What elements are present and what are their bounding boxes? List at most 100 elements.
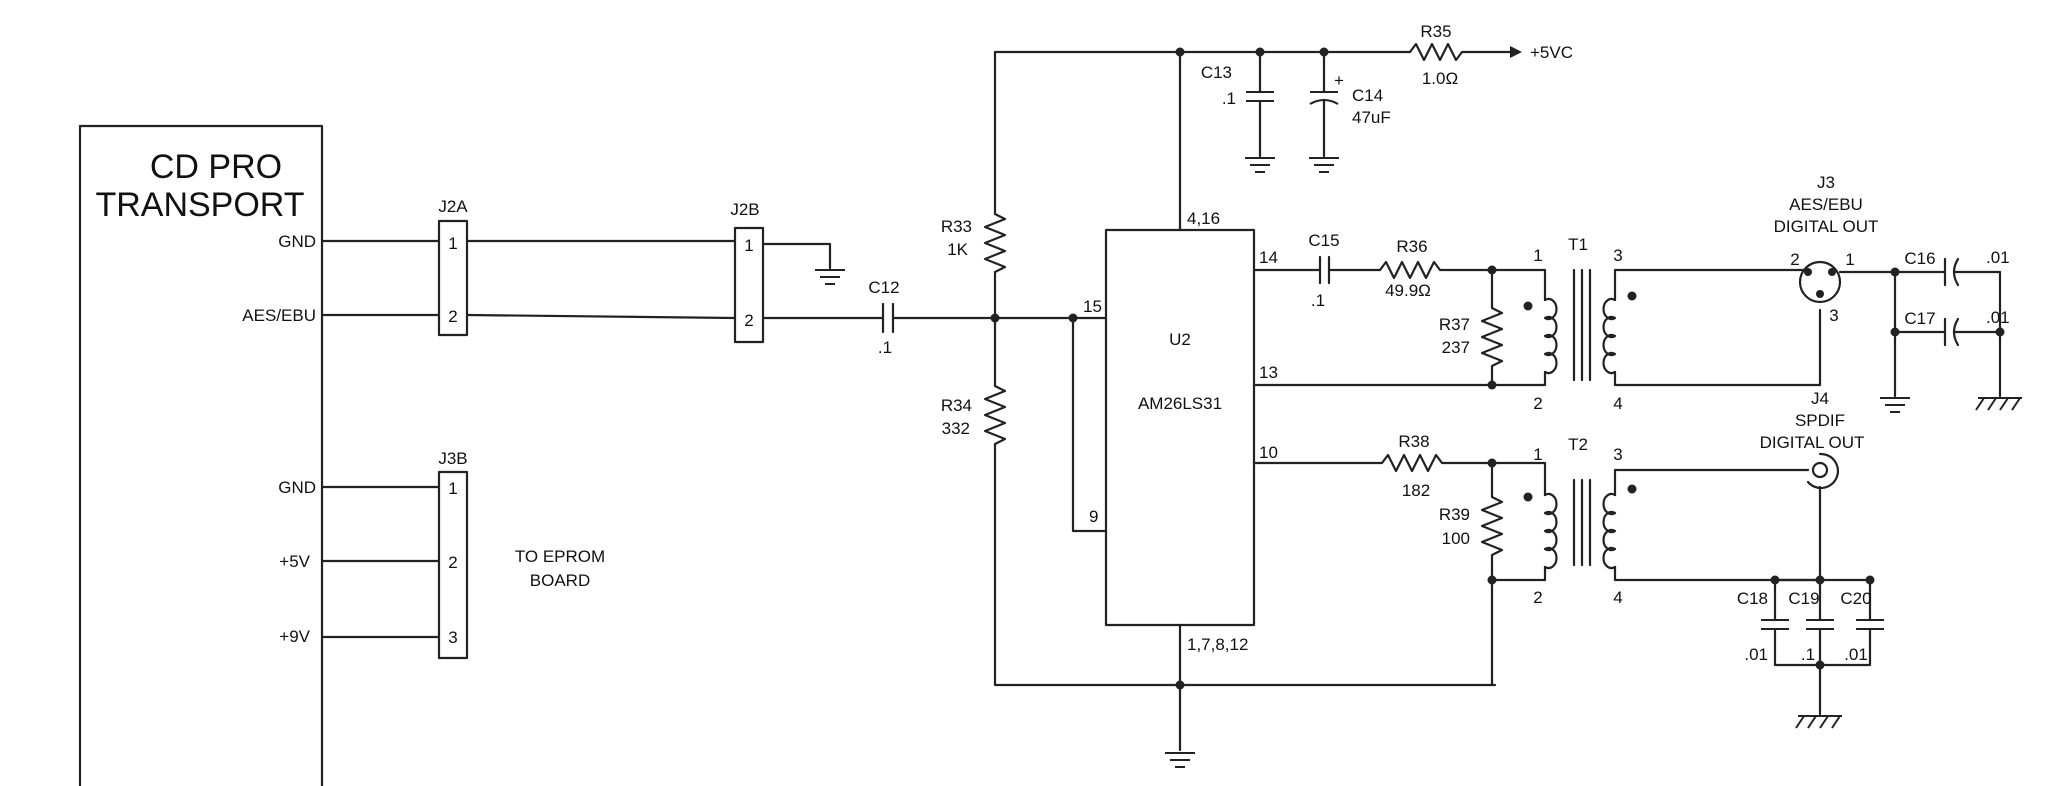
- resistor-r37: R37 237: [1439, 268, 1504, 387]
- eprom-label-line2: BOARD: [530, 571, 590, 590]
- r38-ref: R38: [1398, 432, 1429, 451]
- u2-pin-bottom: 1,7,8,12: [1187, 635, 1248, 654]
- c17-value: .01: [1986, 308, 2010, 327]
- c12-ref: C12: [868, 278, 899, 297]
- c18-value: .01: [1744, 645, 1768, 664]
- t1-pin3: 3: [1613, 246, 1622, 265]
- j3-label-line1: AES/EBU: [1789, 195, 1863, 214]
- connector-j4-rca: J4 SPDIF DIGITAL OUT: [1760, 389, 1865, 582]
- transport-title-line1: CD PRO: [150, 148, 282, 186]
- c20-ref: C20: [1840, 589, 1871, 608]
- c19-value: .1: [1801, 645, 1815, 664]
- j3-ref: J3: [1817, 173, 1835, 192]
- capacitor-c13: C13 .1: [1201, 50, 1276, 173]
- r35-ref: R35: [1420, 22, 1451, 41]
- r36-value: 49.9Ω: [1385, 281, 1431, 300]
- transport-9v-label: +9V: [279, 627, 310, 646]
- capacitor-c20: C20 .01: [1818, 578, 1885, 667]
- j3-pin1: 1: [1845, 250, 1854, 269]
- capacitor-c17: C17 .01: [1893, 308, 2010, 347]
- t2-pin4: 4: [1613, 588, 1622, 607]
- connector-j3-xlr: J3 AES/EBU DIGITAL OUT 2 1 3: [1774, 173, 1897, 325]
- u2-pin-top: 4,16: [1187, 209, 1220, 228]
- c17-ref: C17: [1904, 309, 1935, 328]
- r34-ref: R34: [941, 396, 972, 415]
- c13-ref: C13: [1201, 63, 1232, 82]
- resistor-r38: R38 182: [1252, 432, 1494, 500]
- u2-pin-14: 14: [1259, 248, 1278, 267]
- j4-label-line2: DIGITAL OUT: [1760, 433, 1865, 452]
- j2a-pin2: 2: [448, 307, 457, 326]
- j2b-pin1: 1: [744, 236, 753, 255]
- j3b-ref: J3B: [438, 449, 467, 468]
- c15-ref: C15: [1308, 231, 1339, 250]
- r37-ref: R37: [1439, 315, 1470, 334]
- capacitor-c14: + C14 47uF: [1308, 50, 1391, 173]
- transport-aes-label: AES/EBU: [242, 306, 316, 325]
- u2-pin-15: 15: [1083, 297, 1102, 316]
- u2-pin-13: 13: [1259, 363, 1278, 382]
- t1-pin2: 2: [1533, 394, 1542, 413]
- supply-label: +5VC: [1530, 43, 1573, 62]
- r39-value: 100: [1442, 529, 1470, 548]
- c13-value: .1: [1222, 89, 1236, 108]
- r33-value: 1K: [947, 240, 968, 259]
- r35-value: 1.0Ω: [1422, 69, 1458, 88]
- transport-gnd-label: GND: [278, 232, 316, 251]
- connector-j3b: J3B 1 2 3 TO EPROM BOARD: [320, 449, 605, 660]
- c18-ref: C18: [1737, 589, 1768, 608]
- capacitor-c15: C15 .1: [1252, 231, 1382, 310]
- t2-pin3: 3: [1613, 445, 1622, 464]
- t2-pin1: 1: [1533, 445, 1542, 464]
- c20-value: .01: [1844, 645, 1868, 664]
- transformer-t1: T1 1 2 3 4: [1490, 235, 1822, 413]
- capacitor-c18: C18 .01: [1737, 578, 1822, 667]
- r36-ref: R36: [1396, 237, 1427, 256]
- j4-label-line1: SPDIF: [1795, 411, 1845, 430]
- c14-ref: C14: [1352, 86, 1383, 105]
- j2a-ref: J2A: [438, 197, 468, 216]
- j3b-pin3: 3: [448, 628, 457, 647]
- eprom-label-line1: TO EPROM: [515, 547, 605, 566]
- t1-pin4: 4: [1613, 394, 1622, 413]
- u2-part: AM26LS31: [1138, 394, 1222, 413]
- c14-value: 47uF: [1352, 108, 1391, 127]
- c16-ref: C16: [1904, 249, 1935, 268]
- transformer-t2: T2 1 2 3 4: [1490, 435, 1822, 607]
- t2-ref: T2: [1568, 435, 1588, 454]
- capacitor-c12: C12 .1: [761, 278, 997, 357]
- resistor-r35: R35 1.0Ω +5VC: [1408, 22, 1573, 88]
- c16-value: .01: [1986, 248, 2010, 267]
- c19-ref: C19: [1788, 589, 1819, 608]
- j3b-pin1: 1: [448, 479, 457, 498]
- c14-polarity: +: [1334, 71, 1344, 90]
- t2-pin2: 2: [1533, 588, 1542, 607]
- capacitor-c16: C16 .01: [1893, 248, 2010, 287]
- transport-gnd2-label: GND: [278, 478, 316, 497]
- r33-ref: R33: [941, 217, 972, 236]
- resistor-r36: R36 49.9Ω: [1378, 237, 1494, 300]
- r37-value: 237: [1442, 338, 1470, 357]
- j4-ref: J4: [1811, 389, 1829, 408]
- connector-j2a: J2A 1 2: [437, 197, 468, 337]
- j2a-pin1: 1: [448, 234, 457, 253]
- u2-pin-10: 10: [1259, 443, 1278, 462]
- r39-ref: R39: [1439, 505, 1470, 524]
- j2b-pin2: 2: [744, 311, 753, 330]
- j3-label-line2: DIGITAL OUT: [1774, 217, 1879, 236]
- t1-pin1: 1: [1533, 246, 1542, 265]
- t1-ref: T1: [1568, 235, 1588, 254]
- j3-pin2: 2: [1790, 250, 1799, 269]
- u2-ref: U2: [1169, 330, 1191, 349]
- j3b-pin2: 2: [448, 553, 457, 572]
- transport-title-line2: TRANSPORT: [95, 186, 304, 224]
- cd-pro-transport-block: CD PRO TRANSPORT GND AES/EBU GND +5V +9V: [78, 124, 324, 786]
- j2b-ref: J2B: [730, 200, 759, 219]
- u2-pin-9: 9: [1089, 507, 1098, 526]
- j3-pin3: 3: [1829, 306, 1838, 325]
- c12-value: .1: [878, 338, 892, 357]
- ic-u2: U2 AM26LS31 4,16 1,7,8,12 15 9 14 13 10: [1083, 209, 1278, 654]
- r38-value: 182: [1402, 481, 1430, 500]
- resistor-r33: R33 1K: [941, 50, 1007, 320]
